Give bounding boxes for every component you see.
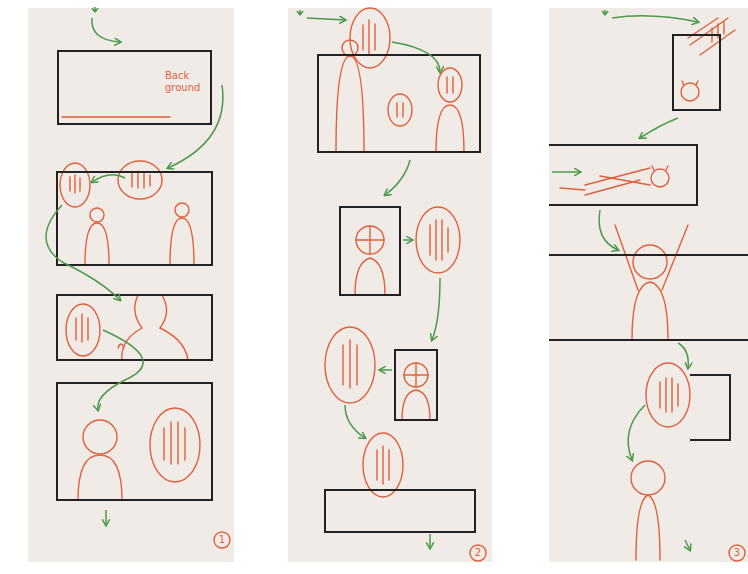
- page-number: 1: [215, 534, 229, 546]
- page-sheet: [28, 8, 234, 562]
- page-sheet: [288, 8, 492, 562]
- page-sheet: [549, 8, 748, 562]
- background-panel: Back ground: [57, 50, 212, 125]
- page-number: 2: [471, 547, 485, 559]
- comic-panels: [57, 35, 748, 532]
- sketch-figures: [60, 8, 745, 561]
- panel-note: Back ground: [165, 70, 209, 94]
- page-number: 3: [730, 547, 744, 559]
- reading-order-arrows: [46, 7, 698, 550]
